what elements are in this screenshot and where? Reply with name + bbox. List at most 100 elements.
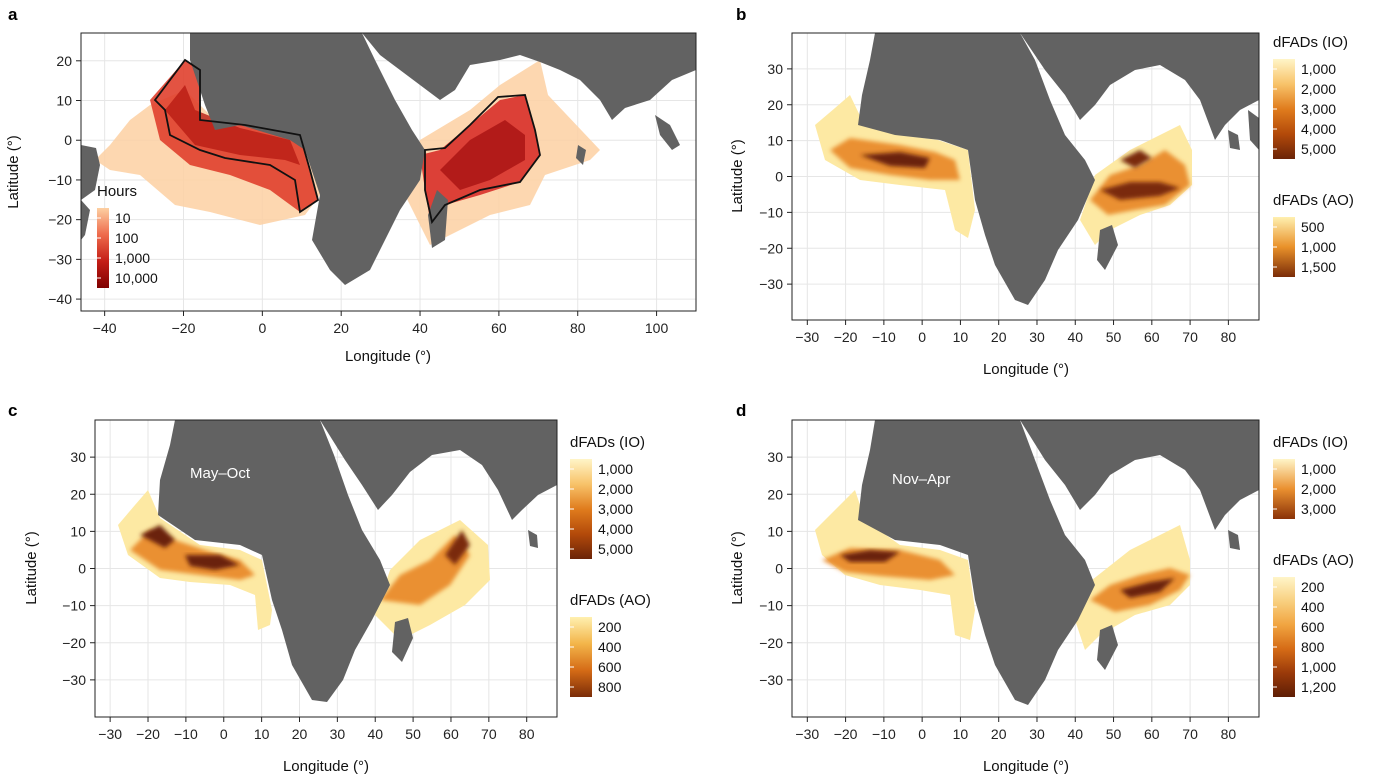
panel-d-ylabel: Latitude (°) [729,531,746,605]
panel-b-legend-value: 500 [1301,219,1325,235]
panel-d-y-tick-label: −20 [759,635,783,651]
panel-label-d: d [736,401,746,420]
panel-c-y-tick-label: −10 [62,598,86,614]
panel-c-y-tick-label: 30 [70,449,86,465]
panel-d-legend-value: 2,000 [1301,481,1336,497]
panel-label-a: a [8,5,18,24]
panel-a-xlabel: Longitude (°) [345,348,431,365]
panel-a-outline [153,58,541,225]
panel-c-x-tick-label: 40 [367,726,383,742]
panel-c-ylabel: Latitude (°) [23,531,40,605]
panel-d-x-tick-label: 80 [1221,726,1237,742]
panel-d-x-tick-label: 10 [953,726,969,742]
panel-b-x-tick-label: 30 [1029,329,1045,345]
panel-d-x-tick-label: 20 [991,726,1007,742]
panel-a-y-tick-label: −40 [48,291,72,307]
panel-b-x-tick-label: 70 [1182,329,1198,345]
panel-d-legend-value: 600 [1301,619,1325,635]
panel-b-x-tick-label: 20 [991,329,1007,345]
panel-d-legend-value: 400 [1301,599,1325,615]
panel-a-land [81,33,696,285]
panel-b-y-tick-label: 10 [767,133,783,149]
panel-d-legend-colorbar [1273,459,1295,519]
panel-a-legend-value: 100 [115,230,139,246]
panel-a-x-tick-label: 80 [570,320,586,336]
panel-c-x-tick-label: −30 [98,726,122,742]
panel-b-y-tick-label: 30 [767,61,783,77]
panel-c-x-tick-label: −10 [174,726,198,742]
panel-b-x-tick-label: −30 [795,329,819,345]
panel-c-legend-value: 5,000 [598,541,633,557]
panel-c-y-tick-label: −30 [62,672,86,688]
panel-c-x-tick-label: 30 [330,726,346,742]
panel-d-y-tick-label: 20 [767,486,783,502]
panel-b-legend-value: 1,000 [1301,61,1336,77]
panel-b-x-tick-label: 10 [953,329,969,345]
panel-d-x-tick-label: 40 [1067,726,1083,742]
panel-b-x-tick-label: 50 [1106,329,1122,345]
panel-c-legend-value: 2,000 [598,481,633,497]
panel-b-legend-colorbar [1273,217,1295,277]
panel-b-legend-title: dFADs (IO) [1273,34,1348,51]
panel-a-x-tick-label: −40 [93,320,117,336]
panel-b-legend-value: 1,000 [1301,239,1336,255]
panel-c-legend-value: 4,000 [598,521,633,537]
panel-b-legend-value: 4,000 [1301,121,1336,137]
panel-d-xlabel: Longitude (°) [983,758,1069,775]
panel-d-x-tick-label: −10 [872,726,896,742]
panel-c-density-heatmap [118,490,490,640]
panel-c-x-tick-label: 80 [519,726,535,742]
panel-d-y-tick-label: 30 [767,449,783,465]
panel-b-x-tick-label: 0 [918,329,926,345]
panel-a-legend-colorbar [97,208,109,288]
panel-c-y-tick-label: 20 [70,486,86,502]
panel-b-y-tick-label: 20 [767,97,783,113]
panel-label-c: c [8,401,17,420]
panel-d-x-tick-label: 50 [1106,726,1122,742]
panel-b-x-tick-label: 80 [1221,329,1237,345]
panel-a-x-tick-label: 100 [645,320,669,336]
panel-c-y-tick-label: −20 [62,635,86,651]
panel-a-y-tick-label: 20 [56,53,72,69]
panel-c-legend-value: 800 [598,679,622,695]
panel-d-density-heatmap [815,490,1190,650]
panel-b-density-heatmap [815,95,1192,245]
panel-d-legend-value: 200 [1301,579,1325,595]
panel-c-legend-value: 400 [598,639,622,655]
panel-b-x-tick-label: 40 [1067,329,1083,345]
panel-c-legend-title: dFADs (AO) [570,592,651,609]
panel-a-legend-value: 10 [115,210,131,226]
panel-d-x-tick-label: 30 [1029,726,1045,742]
panel-d-x-tick-label: 0 [918,726,926,742]
panel-b-y-tick-label: −20 [759,240,783,256]
panel-b-y-tick-label: −30 [759,276,783,292]
panel-c-y-tick-label: 0 [78,561,86,577]
panel-b-legend-title: dFADs (AO) [1273,192,1354,209]
panel-c-legend-value: 1,000 [598,461,633,477]
panel-d-legend-value: 3,000 [1301,501,1336,517]
panel-a-legend-value: 10,000 [115,270,158,286]
panel-b-legend-value: 5,000 [1301,141,1336,157]
panel-a-ylabel: Latitude (°) [5,135,22,209]
panel-b-legend-value: 1,500 [1301,259,1336,275]
panel-d-legend-colorbar [1273,577,1295,697]
panel-d-y-tick-label: 10 [767,523,783,539]
panel-a-x-tick-label: 20 [333,320,349,336]
panel-c-land [158,420,557,702]
panel-c-legend-title: dFADs (IO) [570,434,645,451]
panel-d-y-tick-label: −10 [759,598,783,614]
panel-b-ylabel: Latitude (°) [729,139,746,213]
panel-b-x-tick-label: 60 [1144,329,1160,345]
panel-a-legend-value: 1,000 [115,250,150,266]
panel-b-x-tick-label: −20 [834,329,858,345]
panel-label-b: b [736,5,746,24]
panel-a-legend-title: Hours [97,183,137,200]
